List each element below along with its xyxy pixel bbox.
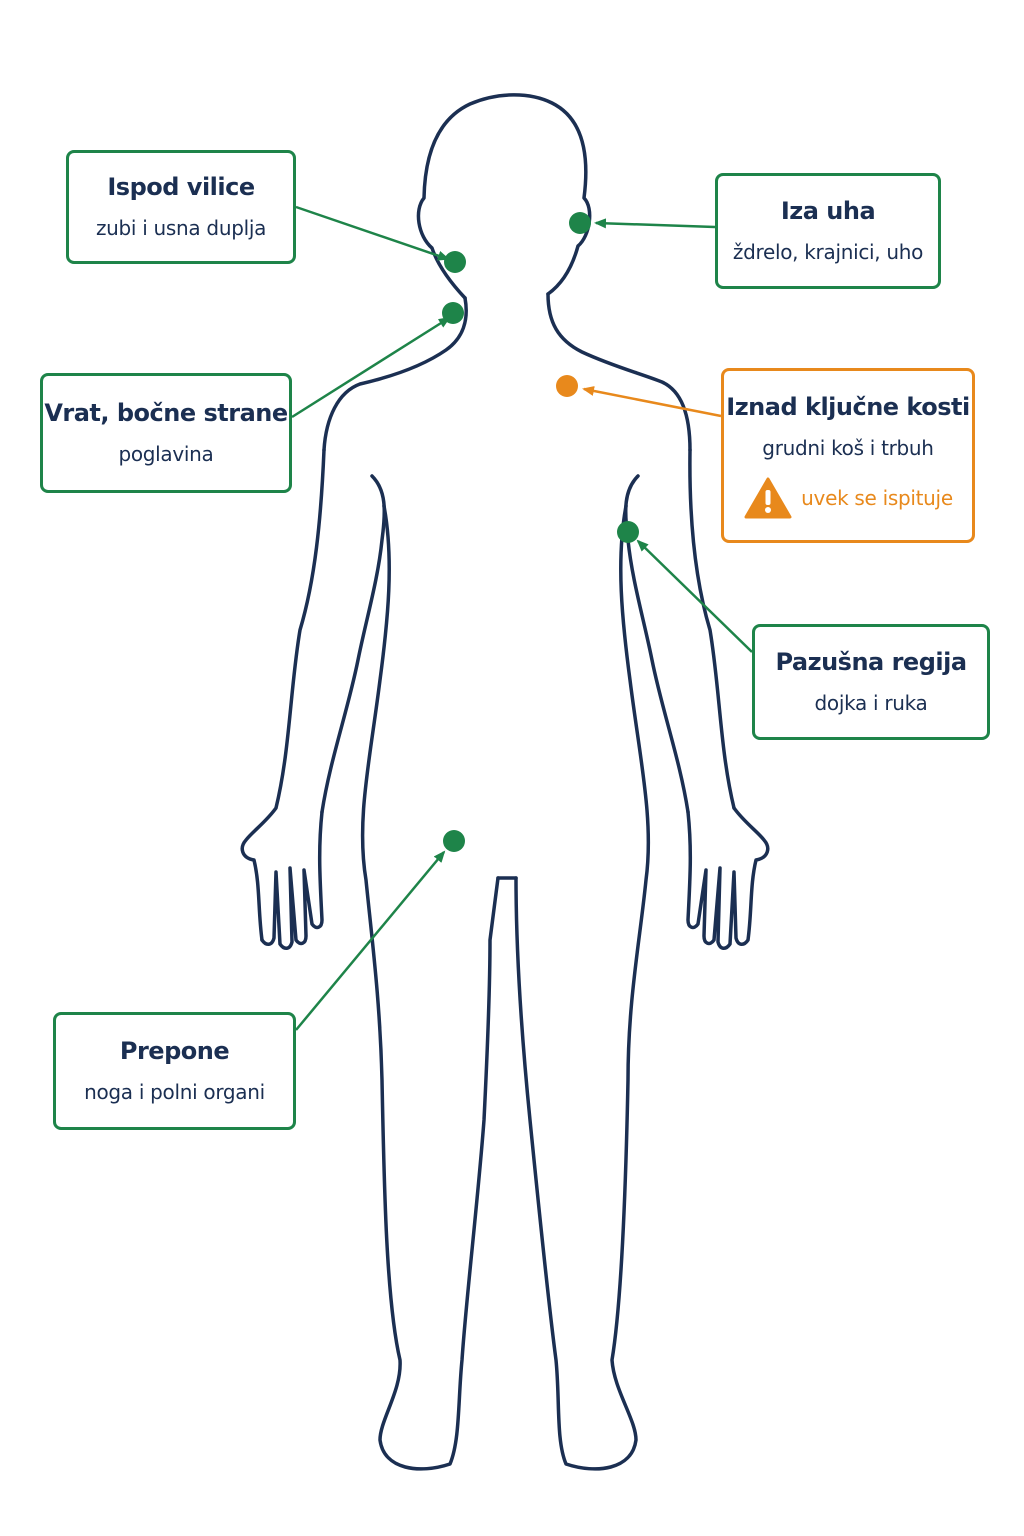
right-arm-inner [623,474,690,814]
connector-under-jaw [295,205,450,261]
label-neck-sides: Vrat, bočne strane poglavina [40,373,292,493]
label-axillary-subtitle: dojka i ruka [814,691,928,715]
right-torso [514,504,651,1471]
label-groin: Prepone noga i polni organi [53,1012,296,1130]
right-arm-outer [688,448,736,810]
label-under-jaw-subtitle: zubi i usna duplja [95,216,267,240]
label-under-jaw-title: Ispod vilice [107,173,255,201]
label-behind-ear: Iza uha ždrelo, krajnici, uho [715,173,941,289]
label-behind-ear-title: Iza uha [780,197,876,225]
warning-triangle-icon [744,477,792,518]
node-neck-sides [442,302,464,324]
connector-behind-ear [594,218,716,229]
label-groin-subtitle: noga i polni organi [84,1080,265,1104]
left-hand [260,810,324,950]
neck-shoulder-left [322,296,468,452]
label-groin-title: Prepone [119,1037,230,1065]
left-arm-outer [240,448,326,942]
connector-neck-sides [291,316,451,419]
label-neck-sides-subtitle: poglavina [118,442,214,466]
label-neck-sides-title: Vrat, bočne strane [44,399,288,427]
label-axillary: Pazušna regija dojka i ruka [752,624,990,740]
body-outline [240,93,770,1471]
connector-above-collarbone [582,386,722,418]
node-axillary [617,521,639,543]
right-hand [686,806,770,950]
node-above-collarbone [556,375,578,397]
warning-text: uvek se ispituje [801,485,953,510]
label-above-collarbone-title: Iznad ključne kosti [726,392,970,421]
warning-row: uvek se ispituje [743,476,953,520]
connector-groin [295,850,446,1031]
label-under-jaw: Ispod vilice zubi i usna duplja [66,150,296,264]
label-behind-ear-subtitle: ždrelo, krajnici, uho [732,240,924,264]
left-torso [360,504,500,1471]
node-under-jaw [444,251,466,273]
head-outline [416,93,592,300]
connector-axillary [636,539,753,653]
neck-shoulder-right [546,292,692,452]
label-axillary-title: Pazušna regija [775,648,967,676]
node-behind-ear [569,212,591,234]
label-above-collarbone: Iznad ključne kosti grudni koš i trbuh u… [721,368,975,543]
label-above-collarbone-subtitle: grudni koš i trbuh [762,435,934,460]
lymph-nodes [442,212,639,852]
connectors [291,205,753,1031]
node-groin [443,830,465,852]
left-arm-inner [320,474,387,814]
